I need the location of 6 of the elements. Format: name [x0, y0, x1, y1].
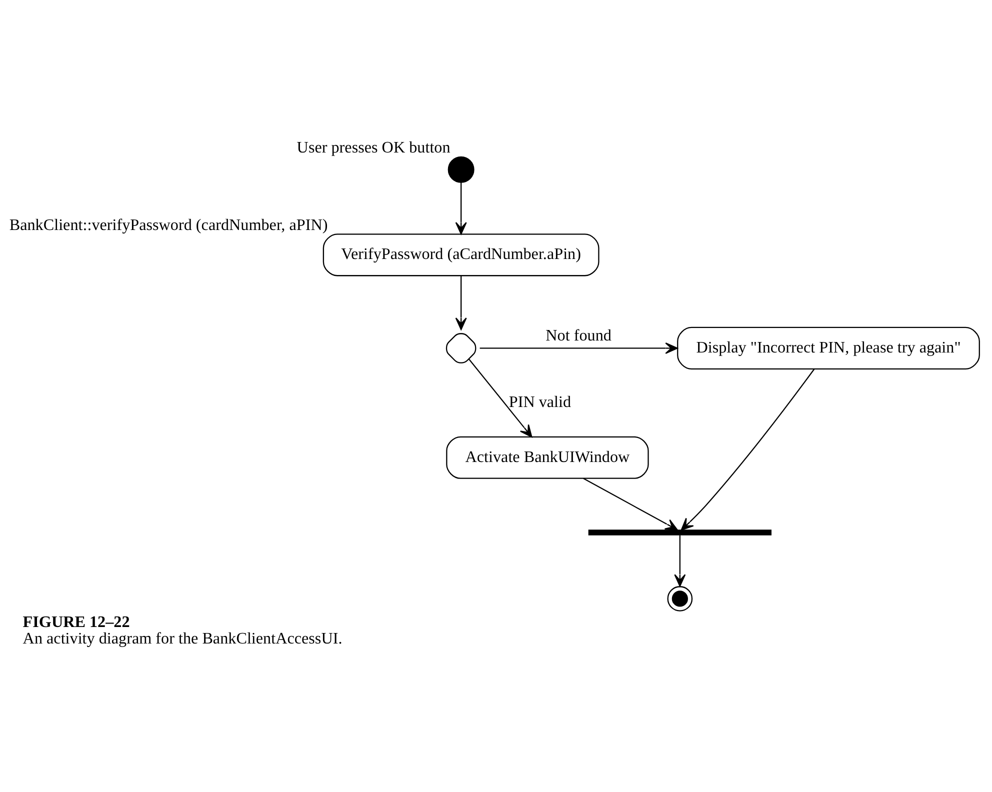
node-label: BankClient::verifyPassword (cardNumber, aPIN) [8, 216, 328, 234]
caption: An activity diagram for the BankClientAccessUI. [22, 630, 342, 648]
node-label: User presses OK button [296, 140, 450, 157]
diagram-title: FIGURE 12–22 [22, 614, 130, 632]
edge-label: PIN valid [508, 394, 571, 412]
edge-label: Not found [545, 327, 611, 344]
